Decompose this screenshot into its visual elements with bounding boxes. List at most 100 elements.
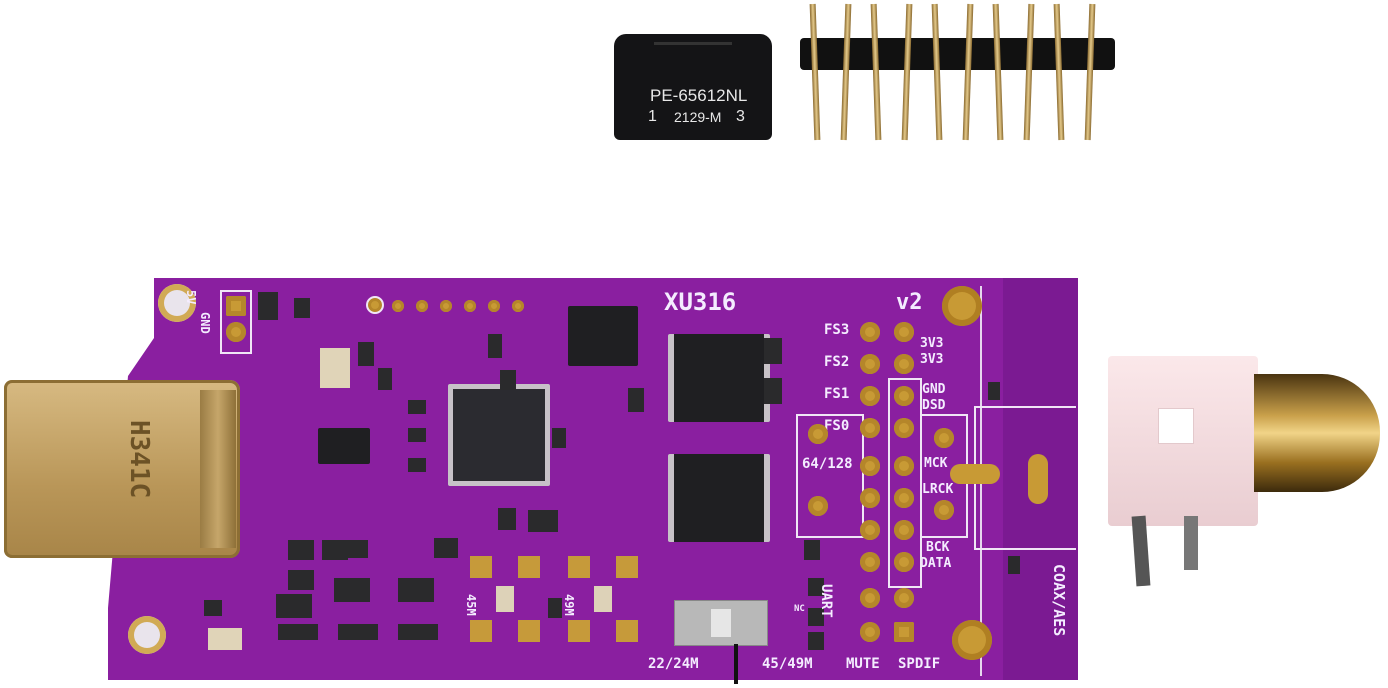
smd-component	[338, 540, 368, 558]
header-pin	[1053, 3, 1065, 141]
board-version: v2	[896, 290, 923, 315]
smd-component	[294, 298, 310, 318]
header-pad-left	[860, 322, 880, 342]
smd-component	[276, 594, 312, 618]
smd-component	[408, 428, 426, 442]
smd-component	[320, 348, 350, 388]
usb-c-latch	[200, 390, 236, 548]
transformer: PE-65612NL 1 2129-M 3	[614, 34, 772, 140]
smd-component	[338, 624, 378, 640]
coax-pad-oval	[1028, 454, 1048, 504]
smd-component	[358, 342, 374, 366]
osc-label-45m: 45M	[464, 594, 478, 616]
smd-component	[204, 600, 222, 616]
header-frame-left	[796, 414, 864, 538]
smd-component	[278, 624, 318, 640]
header-pad-left	[860, 622, 880, 642]
smd-component	[398, 578, 434, 602]
smd-component	[498, 508, 516, 530]
smd-component	[398, 624, 438, 640]
label-lrck: LRCK	[922, 482, 954, 497]
smd-component	[528, 510, 558, 532]
header-pad-right	[894, 386, 914, 406]
rca-jack	[1108, 356, 1388, 596]
header-pad-right	[894, 622, 914, 642]
header-pad-left	[860, 456, 880, 476]
label-3v3-b: 3V3	[920, 352, 944, 367]
rca-barrel	[1254, 374, 1380, 492]
clock-switch[interactable]	[674, 600, 768, 646]
header-pad-right	[894, 488, 914, 508]
label-spdif: SPDIF	[898, 656, 941, 672]
buffer-chip-2	[668, 454, 770, 542]
header-pad-left	[860, 418, 880, 438]
smd-component	[258, 292, 278, 320]
side-pad-left	[808, 424, 828, 444]
smd-component	[628, 388, 644, 412]
header-pad-right	[894, 418, 914, 438]
mount-hole-bottom-left	[128, 616, 166, 654]
smd-component	[334, 578, 370, 602]
pad-top-row	[488, 300, 500, 312]
header-pad-right	[894, 552, 914, 572]
label-fs3: FS3	[824, 322, 850, 338]
header-pad-right	[894, 322, 914, 342]
header-pad-left	[860, 354, 880, 374]
header-pad-right	[894, 354, 914, 374]
header-pin	[901, 3, 912, 141]
side-pad-left	[808, 496, 828, 516]
rca-pin-left	[1131, 515, 1151, 587]
smd-component	[808, 608, 824, 626]
pad-top-row	[366, 296, 384, 314]
label-64-128: 64/128	[802, 456, 853, 472]
osc-label-49m: 49M	[562, 594, 576, 616]
label-dsd: DSD	[922, 398, 946, 413]
coax-cap-top	[988, 382, 1000, 400]
smd-component	[488, 334, 502, 358]
clock-switch-knob[interactable]	[711, 609, 731, 637]
header-pin	[870, 3, 882, 141]
mount-hole-bottom-right	[952, 620, 992, 660]
regulator-chip	[318, 428, 370, 464]
label-mck: MCK	[924, 456, 948, 471]
header-pin	[1084, 3, 1095, 141]
header-pin	[962, 3, 973, 141]
oscillator-45m	[470, 556, 540, 642]
pad-5v	[226, 296, 246, 316]
header-pad-right	[894, 588, 914, 608]
smd-component	[288, 570, 314, 590]
pad-top-row	[464, 300, 476, 312]
header-pad-left	[860, 386, 880, 406]
board-title: XU316	[664, 288, 737, 316]
transformer-code: 2129-M	[674, 109, 722, 125]
switch-divider	[734, 644, 738, 684]
header-pin	[1023, 3, 1034, 141]
header-pad-left	[860, 552, 880, 572]
smd-component	[208, 628, 242, 650]
rca-pin-right	[1184, 516, 1198, 570]
transformer-notch	[654, 42, 732, 53]
smd-component	[764, 338, 782, 364]
header-pin	[809, 3, 821, 141]
pin-header	[800, 3, 1115, 144]
transformer-part-number: PE-65612NL	[650, 86, 748, 105]
pad-top-row	[392, 300, 404, 312]
label-fs0: FS0	[824, 418, 850, 434]
pin-header-body	[800, 38, 1115, 70]
buffer-chip-1	[668, 334, 770, 422]
mount-hole-top-left	[158, 284, 196, 322]
smd-component	[500, 370, 516, 390]
smd-component	[408, 400, 426, 414]
label-bck: BCK	[926, 540, 950, 555]
smd-component	[808, 578, 824, 596]
header-pad-left	[860, 520, 880, 540]
smd-component	[288, 540, 314, 560]
flash-chip	[568, 306, 638, 366]
label-gnd-2: GND	[922, 382, 946, 397]
side-pad-right	[934, 500, 954, 520]
coax-cap-bottom	[1008, 556, 1020, 574]
label-22-24m: 22/24M	[648, 656, 699, 672]
smd-component	[408, 458, 426, 472]
pcb: 5V GND XU316 v2 45M 49M 22/24M 45/49M NC…	[108, 278, 1078, 684]
smd-component	[552, 428, 566, 448]
